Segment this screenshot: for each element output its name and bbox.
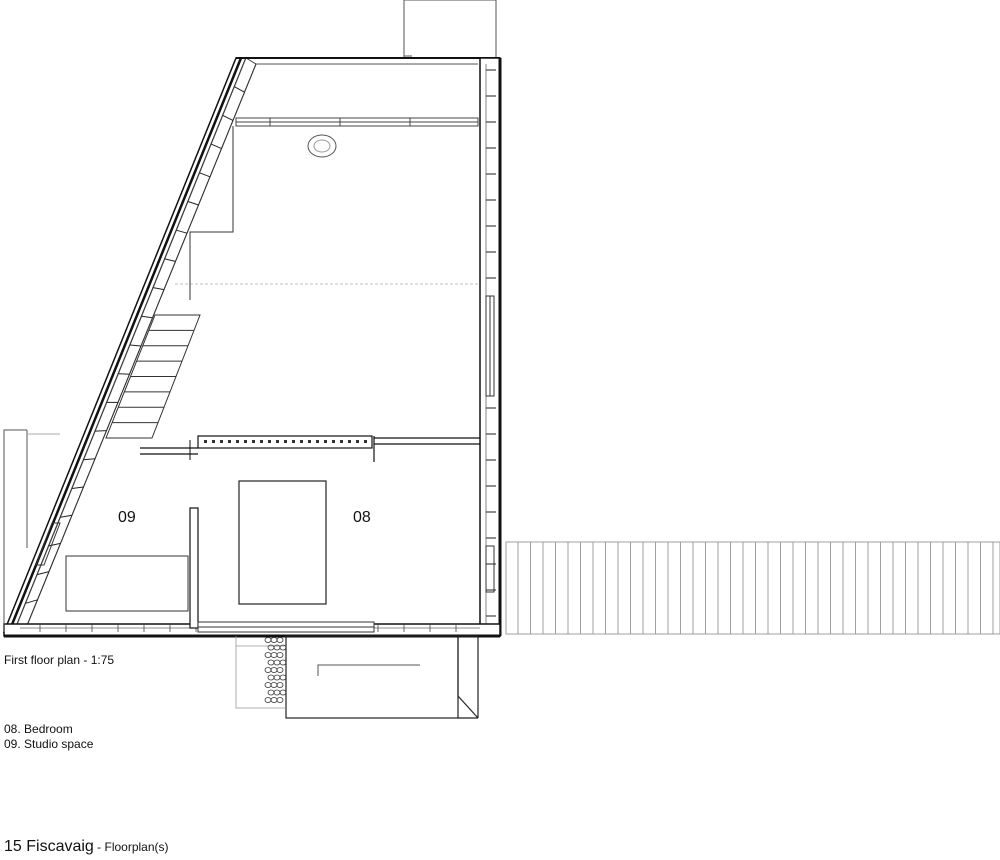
project-name: 15 Fiscavaig bbox=[4, 838, 94, 855]
stud-mark bbox=[222, 114, 234, 121]
pebble bbox=[273, 659, 281, 666]
pebble bbox=[276, 682, 284, 688]
pebble bbox=[273, 674, 281, 681]
stud-mark bbox=[300, 440, 303, 443]
room-label-bedroom: 08 bbox=[353, 509, 371, 526]
pebble bbox=[276, 697, 284, 703]
east-window bbox=[485, 295, 495, 593]
pebble bbox=[276, 667, 284, 673]
roof-window-band bbox=[235, 117, 479, 127]
east-deck bbox=[505, 541, 1000, 635]
stud-mark bbox=[176, 229, 188, 234]
partition-wall bbox=[140, 435, 480, 462]
adjacent-structure-west bbox=[3, 429, 60, 632]
pebble bbox=[270, 667, 278, 673]
stud-mark bbox=[153, 287, 165, 291]
stud-mark bbox=[212, 440, 215, 443]
entrance-terrace bbox=[235, 635, 479, 719]
pebble bbox=[264, 667, 272, 673]
stud-mark bbox=[164, 258, 176, 262]
stud-mark bbox=[244, 440, 247, 443]
stud-mark bbox=[60, 514, 73, 518]
stud-mark bbox=[129, 344, 142, 347]
stud-mark bbox=[95, 430, 107, 432]
stud-mark bbox=[308, 440, 311, 443]
pebble bbox=[264, 697, 272, 703]
stud-mark bbox=[324, 440, 327, 443]
stud-mark bbox=[364, 440, 367, 443]
stud-mark bbox=[348, 440, 351, 443]
room-label-studio: 09 bbox=[118, 509, 136, 526]
stud-mark bbox=[284, 440, 287, 443]
pebble bbox=[279, 674, 287, 681]
page-footer-title: 15 Fiscavaig - Floorplan(s) bbox=[4, 838, 169, 856]
stud-mark bbox=[234, 86, 245, 93]
stud-mark bbox=[268, 440, 271, 443]
stud-mark bbox=[83, 458, 96, 461]
partition-studs bbox=[204, 440, 367, 443]
pebble bbox=[270, 697, 278, 703]
top-balcony bbox=[403, 0, 497, 58]
pebble bbox=[279, 644, 287, 651]
internal-wall bbox=[189, 507, 199, 629]
pebble bbox=[264, 652, 272, 658]
stud-mark bbox=[356, 440, 359, 443]
pebble bbox=[279, 659, 287, 666]
south-wall-studs bbox=[39, 624, 457, 632]
stud-mark bbox=[316, 440, 319, 443]
pebble bbox=[270, 682, 278, 688]
ceiling-light bbox=[307, 134, 337, 158]
stud-mark bbox=[187, 201, 199, 206]
stud-mark bbox=[228, 440, 231, 443]
stud-mark bbox=[292, 440, 295, 443]
stud-mark bbox=[37, 571, 50, 576]
stud-mark bbox=[260, 440, 263, 443]
pebble-bed bbox=[264, 637, 287, 703]
stud-mark bbox=[276, 440, 279, 443]
pebble bbox=[276, 652, 284, 658]
bed bbox=[238, 480, 327, 605]
stud-mark bbox=[71, 486, 84, 489]
pebble bbox=[267, 689, 275, 696]
legend-item-studio: 09. Studio space bbox=[4, 737, 94, 751]
pebble bbox=[267, 674, 275, 681]
pebble bbox=[264, 682, 272, 688]
pebble bbox=[273, 689, 281, 696]
sloped-wall-studs bbox=[25, 86, 245, 604]
pebble bbox=[276, 637, 284, 643]
scale-caption: First floor plan - 1:75 bbox=[4, 653, 115, 667]
stud-mark bbox=[340, 440, 343, 443]
studio-window bbox=[35, 522, 61, 566]
east-wall-studs bbox=[486, 69, 496, 617]
studio-desk bbox=[65, 555, 189, 612]
legend-item-bedroom: 08. Bedroom bbox=[4, 722, 73, 736]
title-separator: - bbox=[93, 840, 105, 854]
pebble bbox=[270, 652, 278, 658]
stud-mark bbox=[220, 440, 223, 443]
stud-mark bbox=[118, 373, 130, 375]
staircase bbox=[105, 314, 201, 439]
stud-mark bbox=[141, 315, 153, 319]
stud-mark bbox=[25, 599, 38, 604]
south-door-opening bbox=[197, 621, 375, 633]
stud-mark bbox=[48, 542, 61, 547]
storage-unit bbox=[189, 126, 234, 300]
pebble bbox=[279, 689, 287, 696]
stud-mark bbox=[204, 440, 207, 443]
stud-mark bbox=[236, 440, 239, 443]
pebble bbox=[264, 637, 272, 643]
pebble bbox=[270, 637, 278, 643]
pebble bbox=[267, 659, 275, 666]
stud-mark bbox=[252, 440, 255, 443]
stud-mark bbox=[332, 440, 335, 443]
stud-mark bbox=[210, 143, 222, 150]
stud-mark bbox=[199, 172, 211, 178]
document-type: Floorplan(s) bbox=[104, 840, 169, 854]
